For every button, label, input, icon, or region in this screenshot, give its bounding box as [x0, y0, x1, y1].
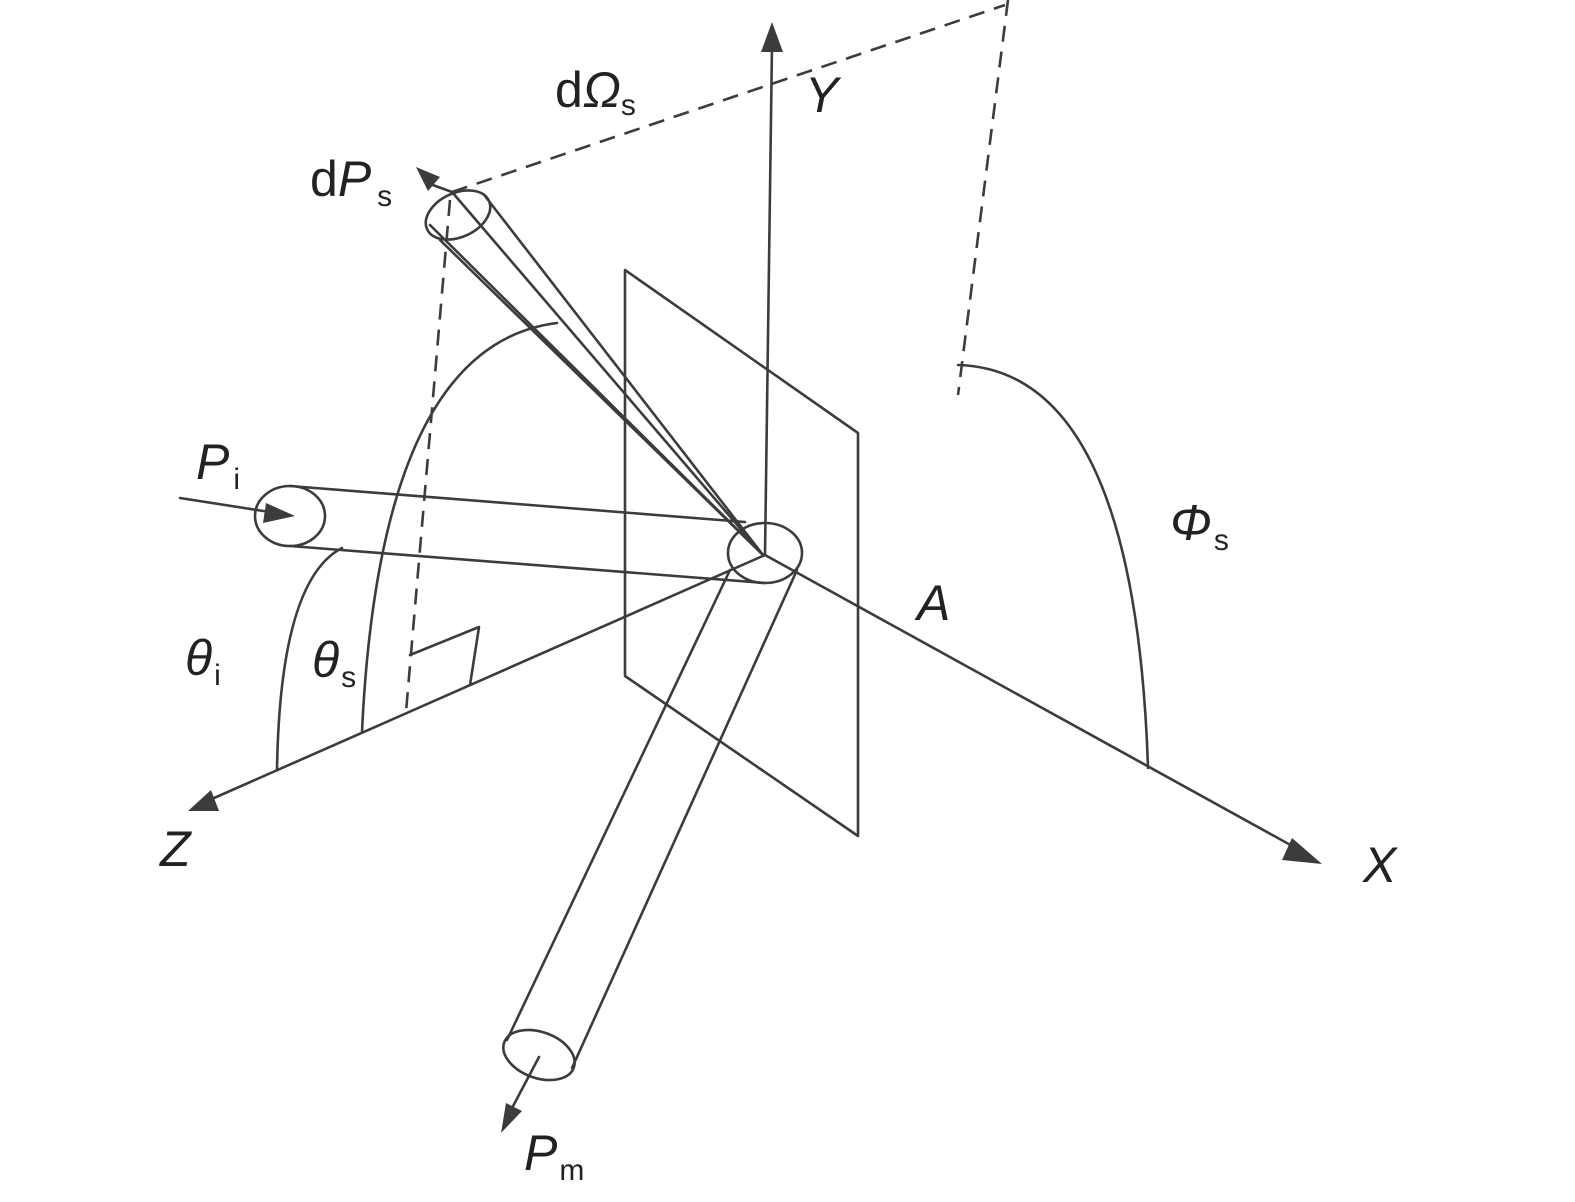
z-axis-line — [203, 553, 767, 804]
incident-beam-edge-bottom — [288, 544, 767, 585]
incident-beam — [178, 484, 767, 585]
scatter-cone-edge-4 — [428, 223, 765, 557]
specular-beam — [501, 568, 799, 1133]
y-axis-label: Y — [805, 67, 842, 123]
theta-i-label: θi — [185, 630, 221, 692]
construction-lines — [404, 0, 1010, 713]
specular-beam-edge-1 — [505, 568, 732, 1042]
scatter-arrowhead — [416, 167, 440, 191]
z-axis-arrowhead — [188, 790, 219, 811]
incident-arrowhead — [263, 503, 295, 523]
y-axis-line — [763, 43, 774, 557]
y-axis-arrowhead — [761, 22, 783, 52]
axes — [188, 22, 1322, 864]
theta-s-arc — [360, 321, 559, 734]
solid-angle-label: dΩs — [555, 62, 636, 122]
theta-i-arc — [275, 546, 344, 772]
specular-power-label: Pm — [524, 1125, 584, 1187]
scatter-arrow-line — [428, 182, 454, 194]
scatter-cone-edge-2 — [483, 194, 765, 557]
theta-s-label: θs — [312, 632, 356, 694]
dashed-azimuth-plane-edge — [956, 0, 1010, 396]
dashed-solid-angle-edge — [451, 3, 1006, 194]
incident-arrow-line — [178, 496, 272, 514]
area-label: A — [914, 575, 950, 631]
x-axis-arrowhead — [1282, 838, 1322, 864]
specular-beam-edge-2 — [570, 568, 799, 1070]
x-axis-line — [763, 553, 1307, 855]
origin-spot-ellipse — [726, 521, 804, 585]
sample-plane — [623, 268, 860, 838]
specular-arrowhead — [501, 1103, 522, 1133]
z-axis-label: Z — [159, 821, 192, 877]
specular-beam-end-ellipse — [502, 1028, 576, 1082]
incident-beam-end-ellipse — [253, 484, 327, 548]
x-axis-label: X — [1362, 837, 1398, 893]
dashed-drop-line — [404, 199, 452, 713]
incident-beam-edge-top — [288, 484, 747, 524]
phi-s-label: Φs — [1170, 495, 1229, 557]
specular-arrow-line — [509, 1055, 541, 1112]
angle-arcs — [275, 321, 1150, 772]
right-angle-marker — [408, 625, 481, 687]
phi-s-arc — [956, 363, 1150, 770]
scatter-cone-edge-3 — [450, 190, 765, 557]
scattered-beam — [416, 167, 765, 557]
